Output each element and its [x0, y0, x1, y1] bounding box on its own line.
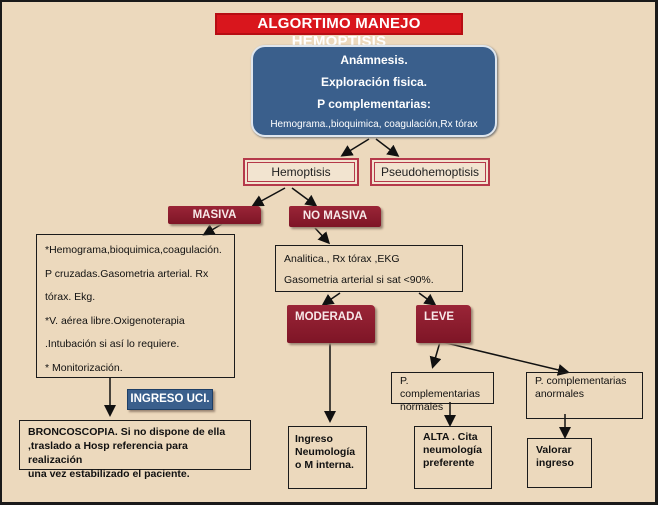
- leve-tag: LEVE: [416, 305, 471, 343]
- arrow-box-to-moderada: [321, 292, 341, 306]
- broncoscopia-box: BRONCOSCOPIA. Si no dispone de ella ,tra…: [19, 420, 251, 480]
- masiva-line: .Intubación si así lo requiere.: [45, 338, 180, 350]
- normales-line: normales: [400, 401, 444, 413]
- bronco-line: ,traslado a Hosp referencia para realiza…: [28, 440, 188, 466]
- ingreso-neumologia-box: Ingreso Neumología o M interna.: [288, 426, 367, 489]
- arrow-eval-to-hemoptisis: [340, 138, 370, 157]
- no-masiva-line: Analitica., Rx tórax ,EKG: [284, 253, 400, 265]
- arrow-nomasiva-to-box: [314, 227, 331, 245]
- eval-complementarias: P complementarias:: [317, 97, 431, 111]
- normales-line: P. complementarias: [400, 375, 480, 400]
- arrow-hemoptisis-to-masiva: [251, 187, 286, 207]
- alta-line: neumología: [423, 444, 482, 456]
- masiva-tag: MASIVA: [168, 206, 261, 224]
- anormales-line: anormales: [535, 388, 585, 400]
- diagram-title: ALGORTIMO MANEJO HEMOPTISIS: [215, 13, 463, 50]
- arrow-masiva-to-box: [202, 223, 223, 236]
- eval-anamnesis: Anámnesis.: [340, 53, 408, 67]
- hemoptisis-box: Hemoptisis: [243, 158, 359, 186]
- initial-evaluation-box: Anámnesis. Exploración fisica. P complem…: [251, 45, 497, 137]
- eval-tests: Hemograma.,bioquimica, coagulación,Rx tó…: [270, 119, 478, 130]
- alta-line: ALTA . Cita: [423, 431, 478, 443]
- masiva-line: tórax. Ekg.: [45, 291, 96, 303]
- anormales-line: P. complementarias: [535, 375, 627, 387]
- bronco-line: una vez estabilizado el paciente.: [28, 468, 190, 480]
- eval-exploracion: Exploración fisica.: [320, 75, 428, 89]
- bronco-line: BRONCOSCOPIA. Si no dispone de ella: [28, 426, 226, 438]
- masiva-line: P cruzadas.Gasometria arterial. Rx: [45, 267, 209, 280]
- pseudohemoptisis-box: Pseudohemoptisis: [370, 158, 490, 186]
- alta-box: ALTA . Cita neumología preferente: [414, 426, 492, 489]
- moderada-tag: MODERADA: [287, 305, 375, 343]
- valorar-line: ingreso: [536, 457, 574, 469]
- masiva-line: * Monitorización.: [45, 361, 123, 374]
- moderada-result-line: o M interna.: [295, 459, 354, 471]
- arrow-eval-to-pseudo: [375, 138, 400, 157]
- p-complementarias-anormales-box: P. complementarias anormales: [526, 372, 643, 419]
- arrow-hemoptisis-to-nomasiva: [291, 187, 318, 207]
- moderada-result-line: Ingreso: [295, 433, 333, 445]
- moderada-result-line: Neumología: [295, 446, 356, 458]
- masiva-line: *V. aérea libre.Oxigenoterapia: [45, 314, 185, 327]
- no-masiva-tag: NO MASIVA: [289, 206, 381, 227]
- ingreso-uci-badge: INGRESO UCI.: [127, 389, 213, 410]
- arrow-leve-to-anormales: [441, 341, 570, 376]
- p-complementarias-normales-box: P. complementarias normales: [391, 372, 494, 413]
- valorar-ingreso-box: Valorar ingreso: [527, 438, 592, 488]
- no-masiva-tests-box: Analitica., Rx tórax ,EKG Gasometria art…: [275, 245, 463, 292]
- masiva-line: *Hemograma,bioquimica,coagulación.: [45, 244, 222, 256]
- alta-line: preferente: [423, 457, 475, 469]
- no-masiva-line: Gasometria arterial si sat <90%.: [284, 274, 434, 286]
- valorar-line: Valorar: [536, 444, 572, 456]
- arrow-box-to-leve: [418, 292, 437, 306]
- arrow-leve-to-normales: [429, 341, 442, 369]
- masiva-actions-box: *Hemograma,bioquimica,coagulación. P cru…: [36, 234, 235, 378]
